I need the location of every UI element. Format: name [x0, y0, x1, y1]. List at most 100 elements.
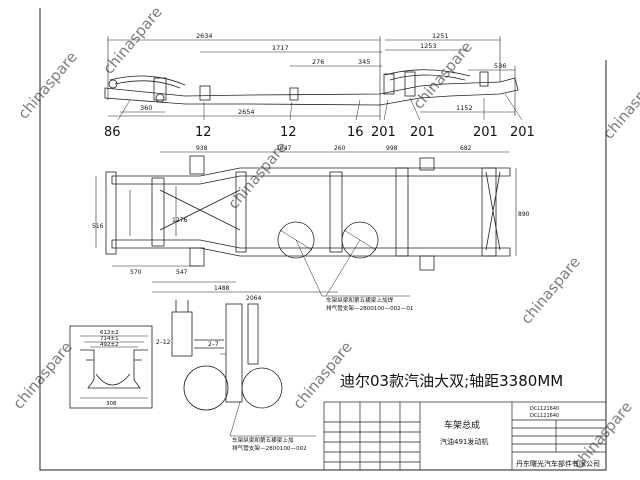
hanger: [479, 71, 489, 87]
dim-label: 682: [460, 145, 472, 152]
dim-label: 998: [386, 145, 398, 152]
note-text: 车架纵梁和第五横梁上加: [232, 436, 294, 444]
title-block-text: 车架总成 汽油491发动机 DCL121640 DCL121640 丹东曙光汽车…: [440, 406, 600, 468]
side-rail: [104, 77, 519, 106]
spring-bracket: [189, 247, 205, 267]
dim-label: 2654: [238, 108, 255, 116]
dim-label: 492±2: [100, 342, 119, 348]
callout-label: 86: [104, 125, 121, 140]
detail-pipe: [183, 365, 229, 411]
side-dimension-lines: [107, 36, 516, 120]
spring-bracket: [419, 157, 435, 171]
callout-label: 201: [410, 125, 435, 140]
bushing: [108, 79, 118, 89]
rear-brace: [485, 171, 501, 251]
dim-label: 2634: [196, 32, 213, 40]
detail-pipe: [241, 367, 283, 409]
dim-label: 2–7: [208, 341, 219, 348]
dim-label: 276: [312, 58, 324, 66]
section-view-labels: 612±2 714±1 492±2 308: [100, 330, 119, 407]
plan-view: [95, 151, 517, 293]
callout-leaders: [117, 93, 523, 121]
dim-label: 890: [518, 211, 530, 218]
callout-label: 201: [473, 125, 498, 140]
front-crossmember: [105, 171, 117, 255]
section-profile: [95, 373, 131, 386]
rear-spring: [389, 74, 466, 81]
hanger: [289, 87, 299, 101]
bushing: [155, 93, 165, 103]
detail-bracket: [247, 303, 259, 365]
dim-label: 714±1: [100, 336, 119, 342]
dim-label: 1253: [420, 42, 437, 50]
note-leaders: [229, 239, 410, 437]
dim-label: 547: [176, 269, 188, 276]
watermark-text: chinaspare: [9, 338, 76, 413]
dim-label: 570: [130, 269, 142, 276]
plan-view-labels: 938 1047 260 998 682 570 547 1488 2064 1…: [92, 145, 530, 302]
crossmember: [395, 167, 409, 257]
note-text: 车架纵梁和第五横梁上加焊: [326, 296, 394, 304]
crossmember: [481, 167, 497, 257]
detail-view-labels: 2–12 2–7: [156, 339, 219, 348]
section-profile: [80, 349, 148, 389]
section-box: [69, 325, 153, 409]
assembly-name: 车架总成: [444, 419, 480, 431]
dim-label: 536: [494, 62, 506, 70]
dim-label: 938: [196, 145, 208, 152]
side-view: [104, 36, 523, 121]
watermark-text: chinaspare: [14, 48, 81, 123]
dim-label: 1488: [214, 285, 229, 292]
dim-label: 1152: [456, 104, 473, 112]
dim-label: 1047: [276, 145, 291, 152]
company-name: 丹东曙光汽车部件有限公司: [516, 459, 600, 468]
plan-rail-top: [111, 167, 511, 185]
exhaust-bracket: [341, 221, 379, 259]
spring-bracket: [419, 255, 435, 271]
detail-bracket: [171, 311, 193, 357]
dim-label: 2064: [246, 295, 261, 302]
dim-label: 308: [106, 401, 117, 407]
dim-label: 516: [92, 223, 104, 230]
dim-label: 345: [358, 58, 370, 66]
drawing-title: 迪尔03款汽油大双;轴距3380MM: [340, 372, 563, 390]
dim-label: 1276: [172, 217, 187, 224]
callout-label: 201: [371, 125, 396, 140]
detail-bracket: [225, 303, 243, 403]
drawing-code: DCL121640: [530, 406, 559, 412]
watermark-text: chinaspare: [599, 68, 640, 143]
crossmember: [235, 171, 247, 253]
side-view-labels: 2634 1717 276 345 1251 1253 536 1152 265…: [140, 32, 506, 116]
x-brace: [159, 189, 241, 231]
front-spring: [109, 75, 186, 86]
spring-bracket: [189, 155, 205, 175]
assembly-subtitle: 汽油491发动机: [440, 437, 488, 446]
hanger: [404, 71, 416, 97]
plan-rail-bottom: [111, 239, 511, 257]
dim-label: 1717: [272, 44, 289, 52]
exhaust-bracket: [277, 221, 315, 259]
plan-dimension-lines: [95, 151, 517, 293]
watermark-text: chinaspare: [517, 253, 584, 328]
drawing-code: DCL121640: [530, 413, 559, 419]
callout-numbers: 86 12 12 16 201 201 201 201: [104, 125, 535, 140]
note-text: 排气管支架—2800100—002: [232, 444, 307, 452]
section-view: [69, 325, 153, 409]
drawing-frame: [39, 8, 607, 471]
note-text: 排气管支架—2800100—002—01: [326, 304, 414, 312]
dim-label: 1251: [432, 32, 449, 40]
dim-label: 2–12: [156, 339, 171, 346]
crossmember: [329, 171, 343, 253]
notes: 车架纵梁和第五横梁上加焊 排气管支架—2800100—002—01 车架纵梁和第…: [232, 296, 414, 452]
callout-label: 201: [510, 125, 535, 140]
detail-bracket: [194, 339, 224, 349]
hanger: [383, 73, 395, 95]
dim-label: 612±2: [100, 330, 119, 336]
front-spring: [114, 80, 181, 89]
callout-label: 16: [347, 125, 364, 140]
detail-view: [171, 300, 283, 411]
dim-label: 260: [334, 145, 346, 152]
callout-label: 12: [280, 125, 297, 140]
hanger: [153, 77, 167, 101]
